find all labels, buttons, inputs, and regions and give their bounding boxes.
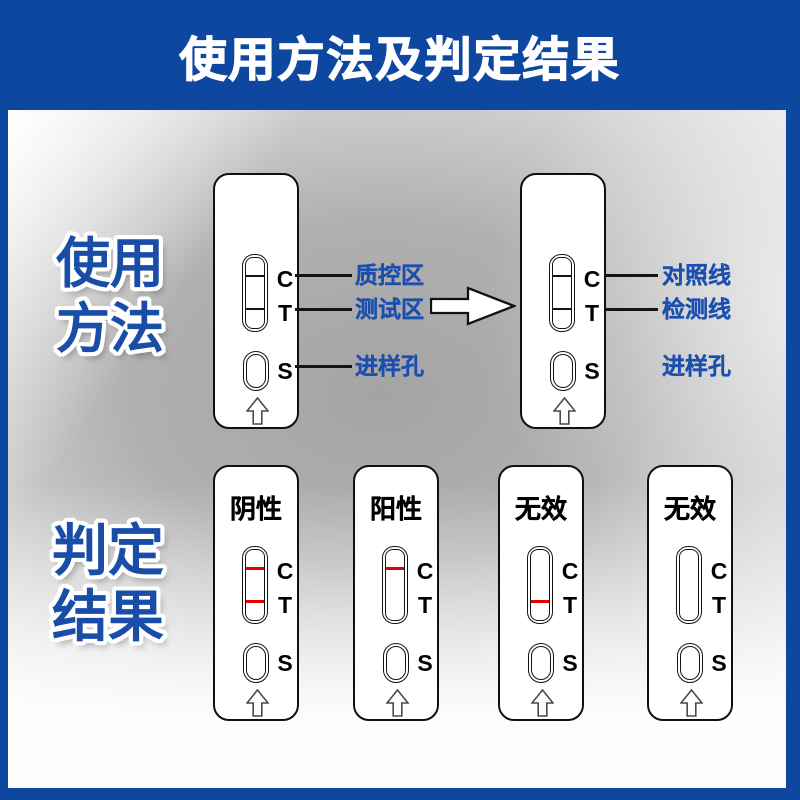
cassette-invalid-1: 无效 C T S: [498, 465, 584, 721]
annotation-sample-hole: 进样孔: [662, 353, 731, 379]
sample-well: [243, 351, 269, 391]
sample-well: [550, 351, 576, 391]
results-label-line1: 判定: [52, 519, 164, 582]
c-line-mark: [246, 274, 264, 277]
annotation-control-zone: 质控区: [355, 262, 424, 288]
results-label-line2: 结果: [52, 585, 164, 648]
c-letter: C: [583, 266, 601, 292]
sample-well-inner: [531, 646, 551, 680]
test-window-inner: [530, 549, 550, 621]
sample-well-inner: [386, 646, 406, 680]
cassette-positive: 阳性 C T S: [353, 465, 439, 721]
up-arrow-icon: [246, 397, 269, 425]
test-window: [549, 254, 575, 332]
sample-well-inner: [246, 646, 266, 680]
c-line-red: [386, 566, 404, 570]
t-leader-line: [606, 308, 658, 311]
t-letter: T: [277, 592, 293, 618]
sample-well-inner: [553, 354, 573, 388]
result-title: 无效: [663, 494, 716, 524]
test-window-inner: [552, 257, 572, 329]
sample-well: [383, 643, 409, 683]
test-window-inner: [245, 257, 265, 329]
sample-well: [528, 643, 554, 683]
up-arrow-icon: [246, 689, 269, 717]
c-line-red: [246, 566, 264, 570]
annotation-detect-line: 检测线: [662, 296, 731, 322]
up-arrow-icon: [553, 397, 576, 425]
s-letter: S: [584, 358, 600, 384]
cassette-after: C T S: [520, 173, 606, 429]
s-leader-line: [295, 365, 352, 368]
sample-well: [243, 643, 269, 683]
cassette-before: C T S: [213, 173, 299, 429]
t-leader-line: [295, 308, 352, 311]
c-leader-line: [606, 274, 658, 277]
test-window-inner: [245, 549, 265, 621]
s-letter: S: [562, 650, 578, 676]
test-window-inner: [679, 549, 699, 621]
annotation-sample-hole: 进样孔: [355, 353, 424, 379]
cassette-invalid-2: 无效 C T S: [647, 465, 733, 721]
t-letter: T: [711, 592, 727, 618]
sample-well: [677, 643, 703, 683]
c-leader-line: [295, 274, 352, 277]
c-letter: C: [276, 558, 294, 584]
test-window: [242, 254, 268, 332]
test-window: [242, 546, 268, 624]
t-letter: T: [584, 300, 600, 326]
result-title: 无效: [514, 494, 567, 524]
results-section-label: 判定 结果: [52, 518, 164, 650]
result-title: 阳性: [369, 494, 422, 524]
cassette-negative: 阴性 C T S: [213, 465, 299, 721]
t-line-red: [531, 600, 549, 604]
c-letter: C: [276, 266, 294, 292]
test-window: [382, 546, 408, 624]
c-letter: C: [561, 558, 579, 584]
s-letter: S: [277, 650, 293, 676]
t-letter: T: [277, 300, 293, 326]
s-letter: S: [277, 358, 293, 384]
content-area: 使用 方法 判定 结果 C T S C T S: [8, 110, 786, 788]
usage-label-line1: 使用: [56, 234, 164, 294]
c-letter: C: [416, 558, 434, 584]
c-line-mark: [553, 274, 571, 277]
usage-section-label: 使用 方法: [56, 232, 164, 362]
c-letter: C: [710, 558, 728, 584]
up-arrow-icon: [680, 689, 703, 717]
t-line-red: [246, 600, 264, 604]
header-bar: 使用方法及判定结果: [0, 0, 800, 110]
annotation-test-zone: 测试区: [355, 296, 424, 322]
s-letter: S: [417, 650, 433, 676]
s-letter: S: [711, 650, 727, 676]
sample-well-inner: [246, 354, 266, 388]
usage-label-line2: 方法: [56, 299, 164, 359]
up-arrow-icon: [386, 689, 409, 717]
test-window: [527, 546, 553, 624]
t-line-mark: [246, 308, 264, 311]
right-arrow-icon: [430, 286, 516, 326]
result-title: 阴性: [229, 494, 282, 524]
t-letter: T: [562, 592, 578, 618]
test-window: [676, 546, 702, 624]
sample-well-inner: [680, 646, 700, 680]
up-arrow-icon: [531, 689, 554, 717]
annotation-control-line: 对照线: [662, 262, 731, 288]
t-line-mark: [553, 308, 571, 311]
page-title: 使用方法及判定结果: [179, 32, 621, 86]
t-letter: T: [417, 592, 433, 618]
test-window-inner: [385, 549, 405, 621]
